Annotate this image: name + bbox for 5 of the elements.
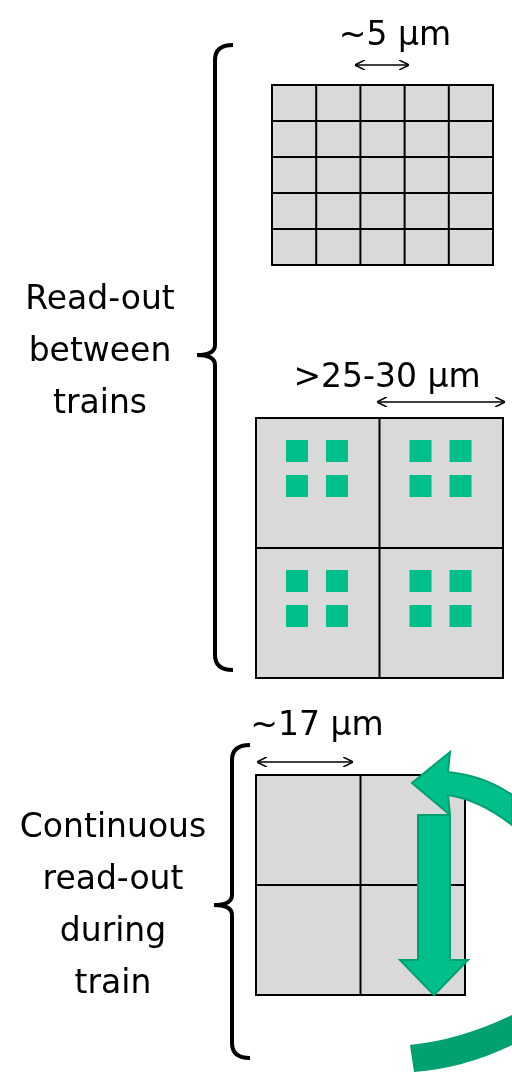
dimension-label: ~17 μm	[249, 703, 385, 745]
dimension-label: >25-30 μm	[292, 355, 482, 397]
bracket-label: Continuous read-out during train	[18, 805, 208, 1003]
bracket-label: Read-out between trains	[24, 277, 176, 423]
dimension-label: ~5 μm	[337, 13, 453, 55]
